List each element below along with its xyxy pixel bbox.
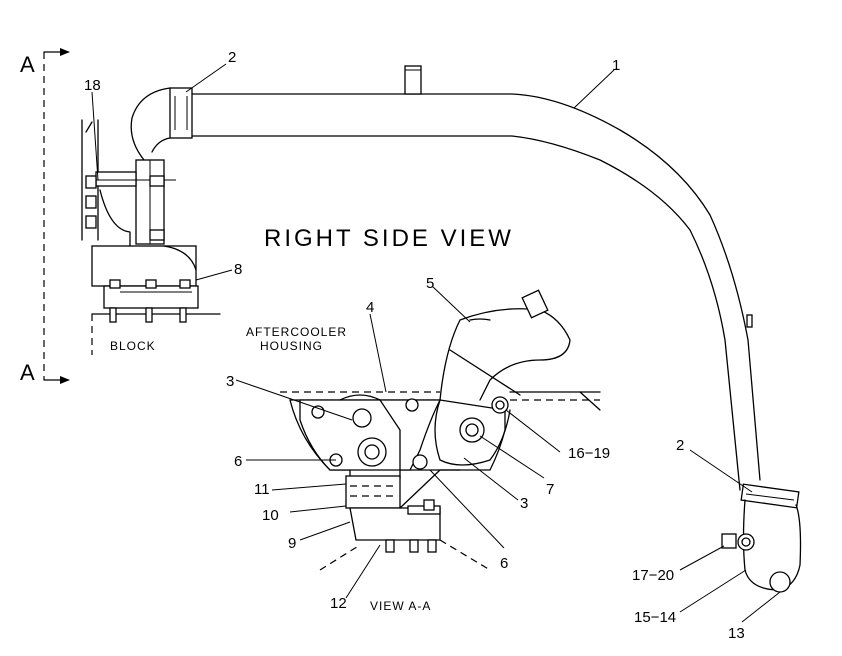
callout-6-right: 6 — [500, 555, 508, 572]
section-line-a-a: A A — [20, 48, 70, 385]
aftercooler-label-line1: AFTERCOOLER — [246, 325, 347, 339]
mounting-bracket — [81, 119, 221, 355]
callout-18: 18 — [84, 77, 101, 94]
callout-6-left: 6 — [234, 453, 242, 470]
clamp-right — [740, 483, 800, 509]
callout-11: 11 — [254, 481, 270, 498]
callout-3-right: 3 — [520, 495, 528, 512]
callout-2-right: 2 — [676, 437, 684, 454]
callout-4: 4 — [366, 299, 374, 316]
callout-9: 9 — [288, 535, 296, 552]
block-label: BLOCK — [110, 339, 156, 353]
callouts: 2 1 18 8 4 5 3 16−19 6 7 11 3 10 9 6 12 … — [84, 49, 745, 642]
view-title: RIGHT SIDE VIEW — [264, 225, 514, 252]
callout-12: 12 — [330, 595, 347, 612]
callout-7: 7 — [546, 481, 554, 498]
callout-10: 10 — [262, 507, 279, 524]
callout-13: 13 — [728, 625, 745, 642]
clamp-top-left — [169, 87, 193, 139]
callout-3-left: 3 — [226, 373, 234, 390]
aftercooler-label-line2: HOUSING — [260, 339, 323, 353]
right-lower-elbow — [721, 483, 802, 593]
callout-16-19: 16−19 — [568, 445, 610, 462]
leader-lines — [91, 63, 781, 623]
callout-1: 1 — [612, 57, 620, 74]
view-a-a-label: VIEW A-A — [370, 599, 431, 613]
callout-8: 8 — [234, 261, 242, 278]
callout-2-top: 2 — [228, 49, 236, 66]
callout-17-20: 17−20 — [632, 567, 674, 584]
left-elbow — [130, 87, 193, 173]
view-a-a-assembly — [280, 289, 601, 553]
section-marker-top: A — [20, 52, 35, 77]
callout-5: 5 — [426, 275, 434, 292]
main-pipe — [191, 65, 761, 491]
callout-15-14: 15−14 — [634, 609, 676, 626]
section-marker-bottom: A — [20, 360, 35, 385]
